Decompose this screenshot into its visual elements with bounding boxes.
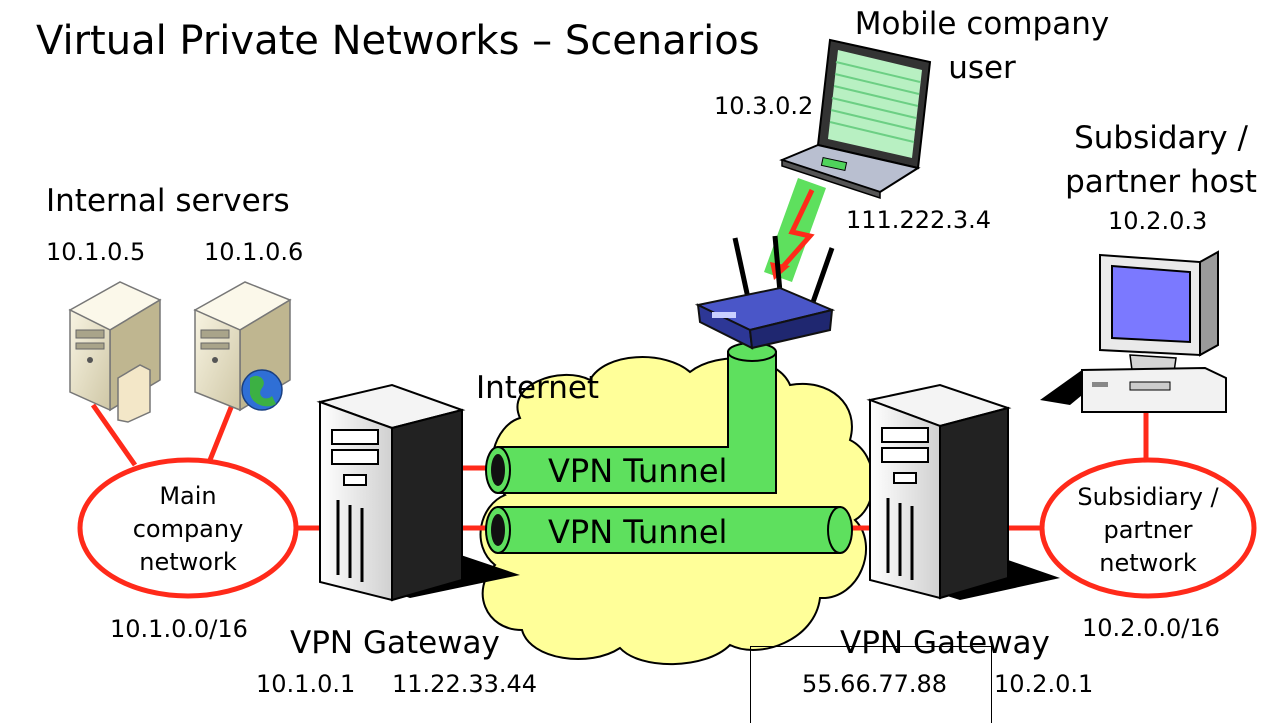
main-network-line3: network xyxy=(139,548,237,576)
tunnel1-label: VPN Tunnel xyxy=(548,452,728,490)
gateway-left-inner-ip: 10.1.0.1 xyxy=(256,670,356,698)
gateway-tower-icon xyxy=(316,383,520,602)
subsidiary-network-line1: Subsidiary / xyxy=(1077,483,1219,511)
wireless-router-icon xyxy=(694,235,836,350)
gateway-tower-icon xyxy=(866,383,1060,600)
page-title: Virtual Private Networks – Scenarios xyxy=(36,18,760,64)
gateway-right-inner-ip: 10.2.0.1 xyxy=(994,670,1094,698)
subsidiary-network-ellipse xyxy=(1039,457,1257,599)
subsidiary-network-line3: network xyxy=(1099,549,1197,577)
mobile-user-label: Mobile company user xyxy=(846,2,1118,90)
gateway-right-label: VPN Gateway xyxy=(840,625,1050,661)
overlay-frame xyxy=(750,646,992,723)
main-network-cidr: 10.1.0.0/16 xyxy=(110,615,248,643)
subsidiary-network-line2: partner xyxy=(1103,516,1193,544)
mobile-tunnel xyxy=(485,342,777,494)
main-network-ellipse xyxy=(77,457,299,599)
main-network-line1: Main xyxy=(159,482,217,510)
lightning-icon xyxy=(764,178,826,282)
gateway-left-label: VPN Gateway xyxy=(290,625,500,661)
desktop-computer-icon xyxy=(1040,250,1227,413)
tunnel2-label: VPN Tunnel xyxy=(548,513,728,551)
main-network-label: Main company network xyxy=(128,480,248,579)
subsidiary-host-line2: partner host xyxy=(1065,164,1257,200)
link-server1 xyxy=(90,403,138,467)
mobile-outer-ip: 111.222.3.4 xyxy=(846,206,992,234)
server-globe-icon xyxy=(193,281,292,412)
server-file-icon xyxy=(68,281,162,423)
mobile-user-line1: Mobile company xyxy=(854,6,1110,42)
mobile-inner-ip: 10.3.0.2 xyxy=(714,92,814,120)
mobile-user-line2: user xyxy=(948,50,1016,86)
subsidiary-host-label: Subsidary / partner host xyxy=(1058,116,1264,204)
gateway-right-outer-ip: 55.66.77.88 xyxy=(802,670,948,698)
gateway-left-outer-ip: 11.22.33.44 xyxy=(392,670,538,698)
subsidiary-host-line1: Subsidary / xyxy=(1074,120,1248,156)
laptop-icon xyxy=(779,38,932,200)
main-network-line2: company xyxy=(132,515,244,543)
internet-label: Internet xyxy=(476,370,600,406)
link-server2 xyxy=(207,404,235,461)
server2-ip: 10.1.0.6 xyxy=(204,238,304,266)
subsidiary-network-label: Subsidiary / partner network xyxy=(1060,481,1236,580)
server1-ip: 10.1.0.5 xyxy=(46,238,146,266)
gateway-tunnel xyxy=(485,506,853,554)
subsidiary-host-ip: 10.2.0.3 xyxy=(1108,207,1208,235)
internal-servers-label: Internal servers xyxy=(46,183,290,219)
subsidiary-network-cidr: 10.2.0.0/16 xyxy=(1082,614,1220,642)
